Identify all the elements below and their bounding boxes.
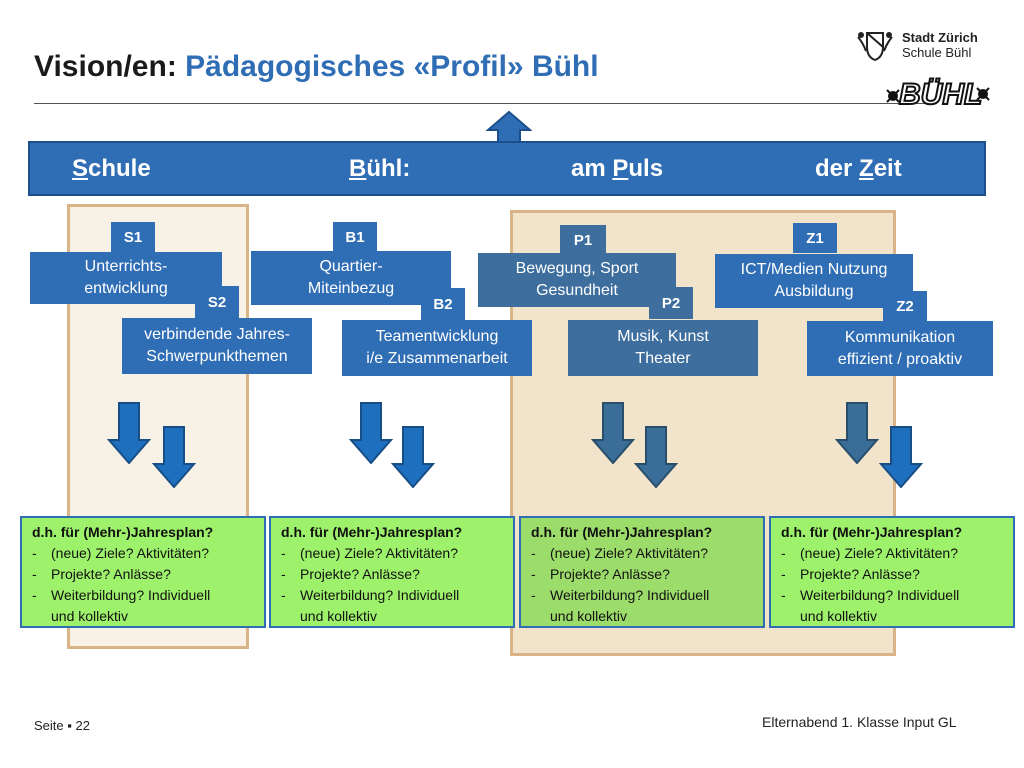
down-arrow-icon [350, 402, 392, 464]
plan-box-z: d.h. für (Mehr-)Jahresplan? -(neue) Ziel… [769, 516, 1015, 628]
title-divider [34, 103, 934, 104]
down-arrow-icon [880, 426, 922, 488]
vision-banner [28, 141, 986, 196]
banner-word-puls: am Puls [571, 155, 664, 182]
plan-box-p: d.h. für (Mehr-)Jahresplan? -(neue) Ziel… [519, 516, 765, 628]
page-number: Seite ▪ 22 [34, 718, 90, 733]
tag-z2: Z2 [883, 291, 927, 321]
logo-city: Stadt Zürich [902, 30, 978, 45]
down-arrow-icon [592, 402, 634, 464]
title-main: Pädagogisches «Profil» Bühl [185, 50, 599, 83]
title-prefix: Vision/en: [34, 50, 177, 83]
box-s2: verbindende Jahres-Schwerpunkthemen [122, 318, 312, 374]
down-arrow-icon [392, 426, 434, 488]
tag-s2: S2 [195, 286, 239, 318]
box-s1: Unterrichts-entwicklung [30, 252, 222, 304]
tag-p2: P2 [649, 287, 693, 319]
down-arrow-icon [635, 426, 677, 488]
box-b1: Quartier-Miteinbezug [251, 251, 451, 305]
page-title: Vision/en: Pädagogisches «Profil» Bühl [34, 50, 599, 84]
tag-s1: S1 [111, 222, 155, 252]
buhl-logo-word: BÜHL [899, 78, 982, 111]
logo-text: Stadt Zürich Schule Bühl [902, 30, 978, 60]
up-arrow-icon [486, 110, 532, 144]
banner-word-zeit: der Zeit [815, 155, 902, 182]
tag-b1: B1 [333, 222, 377, 252]
city-crest-icon [857, 32, 893, 62]
down-arrow-icon [153, 426, 195, 488]
banner-word-schule: Schule [72, 155, 151, 182]
footer-caption: Elternabend 1. Klasse Input GL [762, 714, 957, 730]
buhl-logo-icon: BÜHL [886, 77, 990, 112]
banner-word-buehl: Bühl: [349, 155, 411, 182]
plan-box-s: d.h. für (Mehr-)Jahresplan? -(neue) Ziel… [20, 516, 266, 628]
logo-school: Schule Bühl [902, 45, 972, 60]
tag-b2: B2 [421, 288, 465, 320]
plan-box-b: d.h. für (Mehr-)Jahresplan? -(neue) Ziel… [269, 516, 515, 628]
down-arrow-icon [108, 402, 150, 464]
tag-p1: P1 [560, 225, 606, 255]
tag-z1: Z1 [793, 223, 837, 253]
down-arrow-icon [836, 402, 878, 464]
